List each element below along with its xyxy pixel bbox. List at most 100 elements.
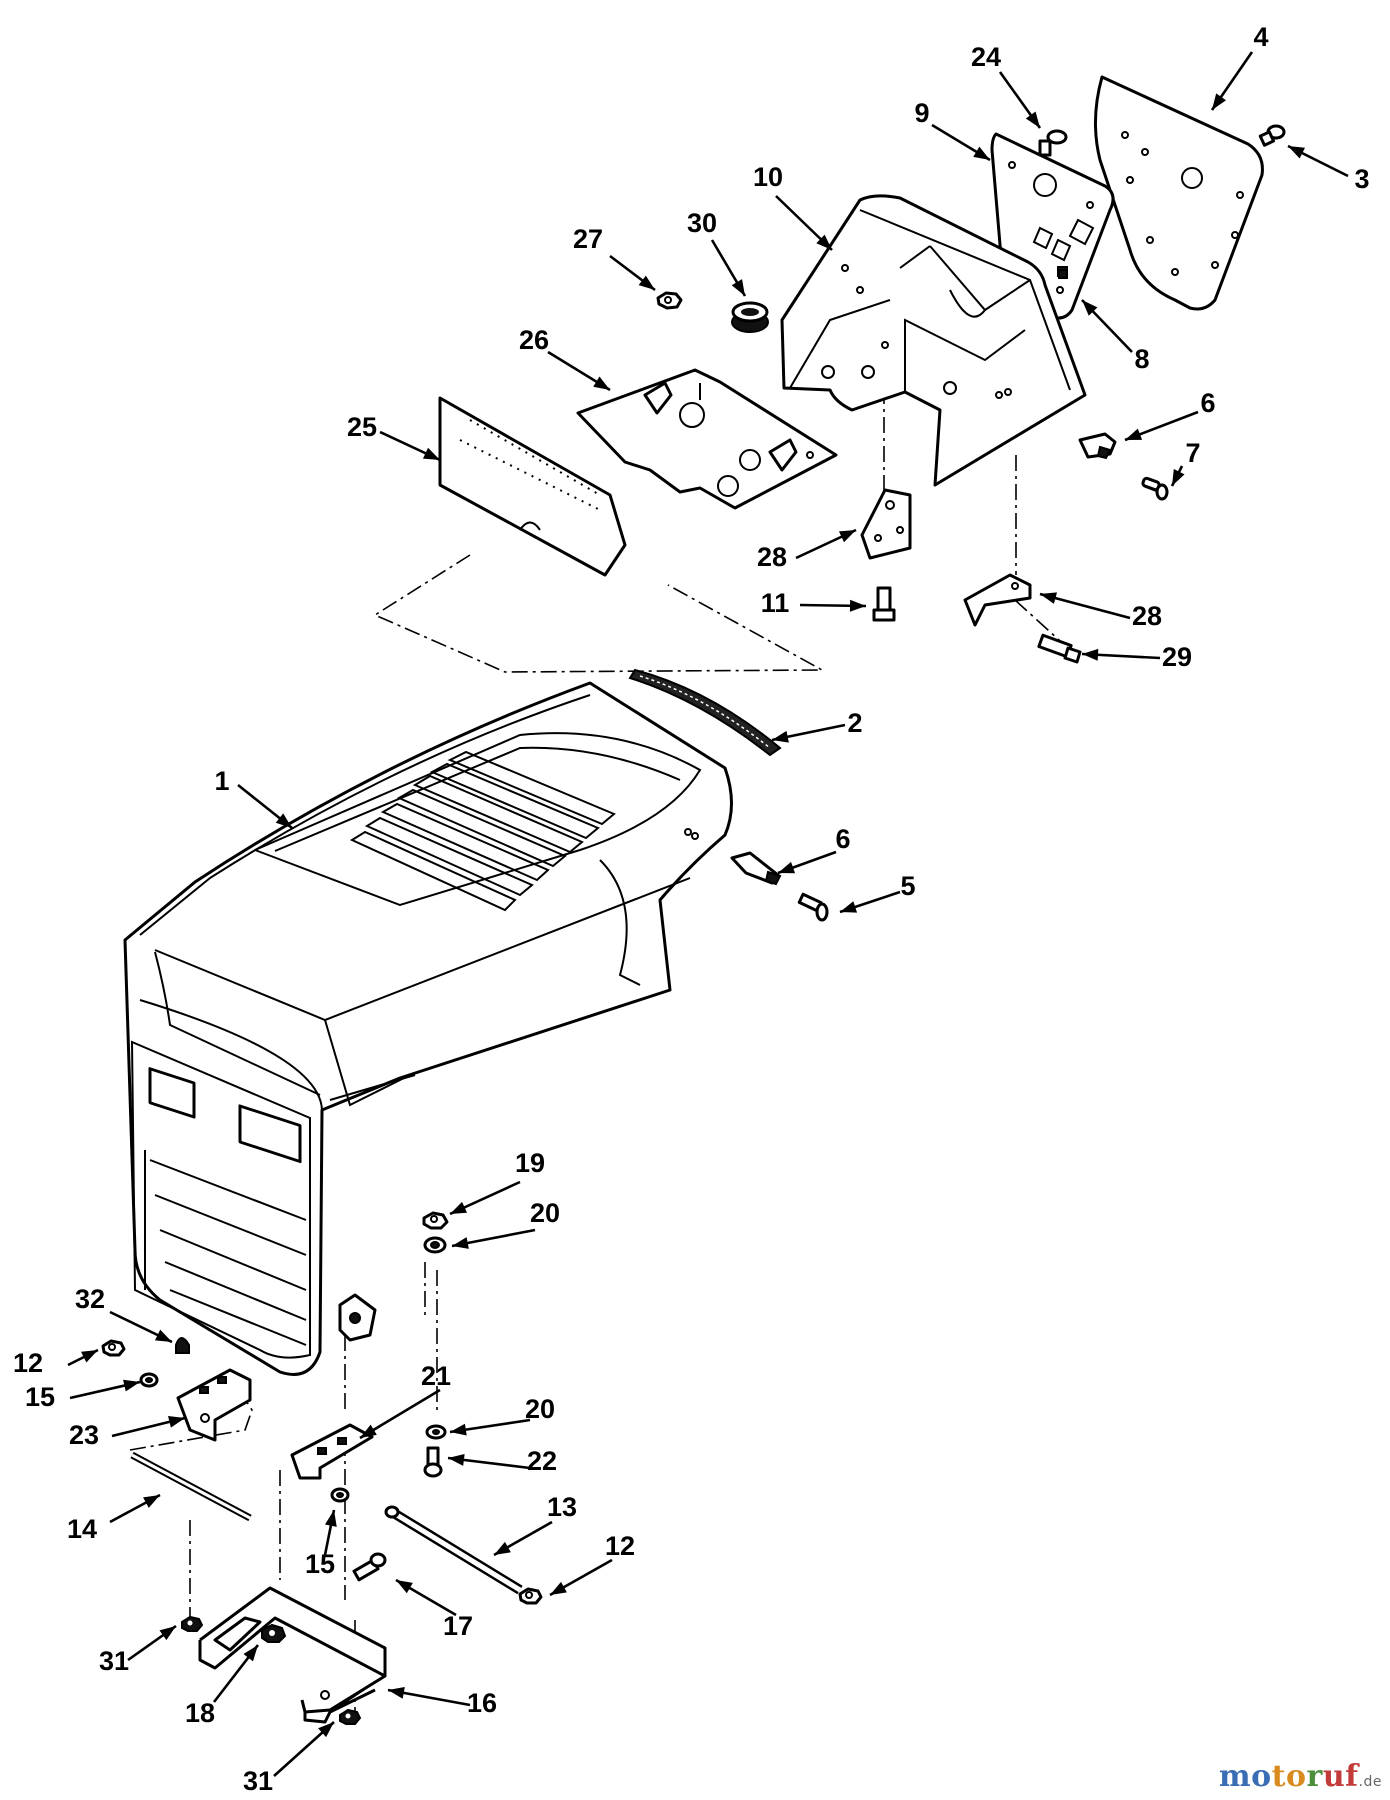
arrowhead-c27 [638,275,655,290]
part-1-hood [123,681,733,1376]
part-29-bolt [1037,633,1082,664]
arrowhead-c5 [840,901,858,913]
arrowhead-c22 [448,1453,465,1466]
arrowhead-c8 [1082,300,1098,316]
callout-label-c28b: 28 [1132,601,1162,631]
part-11-bolt [872,586,896,622]
arrowhead-c30 [731,279,745,296]
arrowhead-c31a [159,1626,176,1641]
arrowhead-c11 [849,599,866,612]
arrowhead-c28b [1040,592,1058,604]
part-23-hinge-bracket [176,1368,252,1442]
arrowhead-c2 [772,730,789,743]
callout-label-c12b: 12 [605,1531,635,1561]
alignment-lines [129,330,1071,1720]
arrowhead-c10 [816,234,832,250]
part-16-lower-bracket [198,1586,387,1724]
arrowhead-c31b [318,1722,334,1738]
callout-label-c13: 13 [547,1492,577,1522]
part-17-bolt [352,1552,387,1582]
callout-label-c15a: 15 [25,1382,55,1412]
part-18-nut [261,1623,287,1643]
callout-label-c19: 19 [515,1148,545,1178]
callout-label-c25: 25 [347,412,377,442]
part-21-hinge-bracket [290,1423,374,1480]
arrowhead-c15a [123,1379,140,1392]
callout-labels: 1234566789101112121314151516171819202021… [13,22,1370,1796]
callout-label-c16: 16 [467,1688,497,1718]
callout-label-c32: 32 [75,1284,105,1314]
callout-label-c3: 3 [1354,164,1369,194]
part-8-clip [1058,269,1068,279]
arrowhead-c1 [275,813,292,828]
callout-label-c7: 7 [1185,438,1200,468]
part-27-nut [656,291,683,310]
part-30-grommet [731,301,769,333]
arrowhead-c21 [360,1424,377,1438]
arrowhead-c16 [388,1686,405,1699]
callout-label-c9: 9 [914,98,929,128]
arrowhead-c24 [1025,111,1040,128]
part-25-shield [438,396,627,577]
part-31-nut-lower [339,1708,362,1725]
arrowhead-c13 [494,1541,511,1555]
arrowhead-c6b [778,861,796,874]
part-15-washer-left [139,1372,159,1388]
part-20-washer-upper [423,1236,447,1254]
part-6-latch-upper [1078,432,1117,460]
arrowhead-c15b [324,1510,337,1527]
part-2-seal-strip [628,668,782,757]
callout-label-c30: 30 [687,208,717,238]
callout-label-c4: 4 [1253,22,1268,52]
part-12-nut-right [518,1587,543,1605]
callout-label-c14: 14 [67,1514,97,1544]
callout-label-c18: 18 [185,1698,215,1728]
part-15-washer-mid [330,1487,350,1503]
part-7-screw [1141,476,1169,501]
hood-vents [349,750,616,912]
callout-label-c31a: 31 [99,1646,129,1676]
arrowhead-c29 [1082,648,1099,661]
callout-label-c1: 1 [214,766,229,796]
part-22-bolt [423,1446,443,1478]
part-5-screw [797,892,829,922]
arrowhead-c14 [143,1495,160,1508]
callout-label-c28a: 28 [757,542,787,572]
callout-label-c15b: 15 [305,1549,335,1579]
arrowhead-c12a [81,1350,98,1363]
arrowhead-c20b [450,1423,467,1436]
callout-label-c20b: 20 [525,1394,555,1424]
part-24-screw [1038,129,1068,157]
part-26-panel-plate [576,368,838,510]
watermark-logo: motoruf.de [1218,1759,1382,1794]
arrowhead-c26 [593,376,610,390]
part-14-rod [130,1451,252,1522]
arrowhead-c28a [838,530,856,543]
part-32-bumper [175,1337,190,1354]
callout-label-c26: 26 [519,325,549,355]
part-28-bracket-upper [860,488,912,560]
arrowhead-c32 [154,1329,172,1342]
part-3-screw [1258,124,1286,147]
part-31-nut-upper [181,1615,204,1632]
arrowhead-c3 [1288,146,1305,159]
callout-label-c31b: 31 [243,1766,273,1796]
arrowhead-c23 [168,1416,185,1428]
callout-label-c21: 21 [421,1361,451,1391]
arrowhead-c7 [1172,469,1185,486]
callout-label-c12a: 12 [13,1348,43,1378]
callout-label-c6a: 6 [1200,388,1215,418]
callout-label-c17: 17 [443,1611,473,1641]
callout-label-c10: 10 [753,162,783,192]
part-28-bracket-lower [963,573,1032,627]
callout-label-c24: 24 [971,42,1001,72]
arrowhead-c18 [243,1645,258,1662]
part-4-gasket [1094,75,1264,311]
callout-label-c29: 29 [1162,642,1192,672]
callout-label-c6b: 6 [835,824,850,854]
callout-label-c5: 5 [900,871,915,901]
callout-label-c20a: 20 [530,1198,560,1228]
callout-label-c11: 11 [761,588,790,618]
